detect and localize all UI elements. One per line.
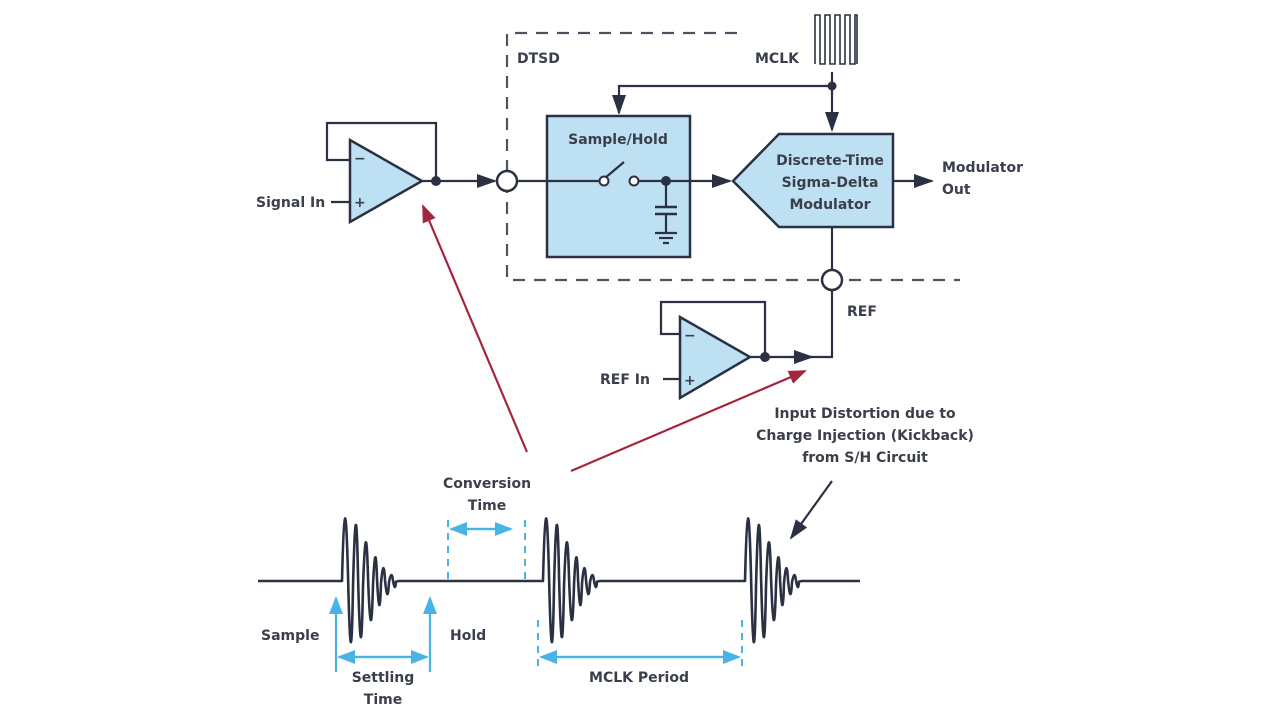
input-node [495,169,519,193]
opamp-minus-label: − [354,151,366,167]
clock-waveform-icon [814,14,858,65]
hold-label: Hold [450,628,486,644]
annotation-pointer-arrow [789,480,833,540]
modulator-label-line1: Discrete-Time [776,153,884,169]
opamp-icon [678,314,753,401]
sample-hold-label: Sample/Hold [568,132,668,148]
modulator-label-line3: Modulator [790,197,871,213]
sample-label: Sample [261,628,319,644]
ref-label: REF [847,304,877,320]
sigma-delta-modulator-block: Discrete-Time Sigma-Delta Modulator [731,132,895,229]
conversion-time-label-line1: Conversion [443,476,531,492]
opamp-icon [348,137,425,225]
mclk-period-label: MCLK Period [589,670,689,686]
modulator-out-label-line2: Out [942,182,971,198]
annotation-line2: Charge Injection (Kickback) [756,428,974,444]
opamp-minus-label: − [684,328,696,344]
ground-icon [655,231,677,245]
ref-node [820,268,844,292]
annotation-line1: Input Distortion due to [774,406,956,422]
settling-time-label-line1: Settling [352,670,415,686]
conversion-time-marker [447,520,526,580]
annotation-line3: from S/H Circuit [802,450,928,466]
capacitor-icon [655,181,677,233]
signal-in-label: Signal In [256,195,325,211]
opamp-plus-label: + [354,195,366,211]
conversion-time-label-line2: Time [468,498,506,514]
mclk-distribution-wire [612,72,839,132]
kickback-arrow-ref [570,369,807,473]
mclk-period-marker [537,620,743,672]
opamp-plus-label: + [684,373,696,389]
signal-opamp: − + [325,121,497,225]
settling-time-label-line2: Time [364,692,402,708]
modulator-out-label-line1: Modulator [942,160,1023,176]
mclk-label: MCLK [755,51,800,67]
dtsd-label: DTSD [517,51,560,67]
ref-in-label: REF In [600,372,650,388]
kickback-arrow-signal [421,204,529,453]
settling-time-marker [329,596,437,672]
modulator-label-line2: Sigma-Delta [782,175,879,191]
dtsd-boundary [505,31,960,282]
kickback-waveform [258,517,860,644]
sample-hold-block: Sample/Hold [545,114,692,259]
ref-opamp: − + [659,300,814,401]
